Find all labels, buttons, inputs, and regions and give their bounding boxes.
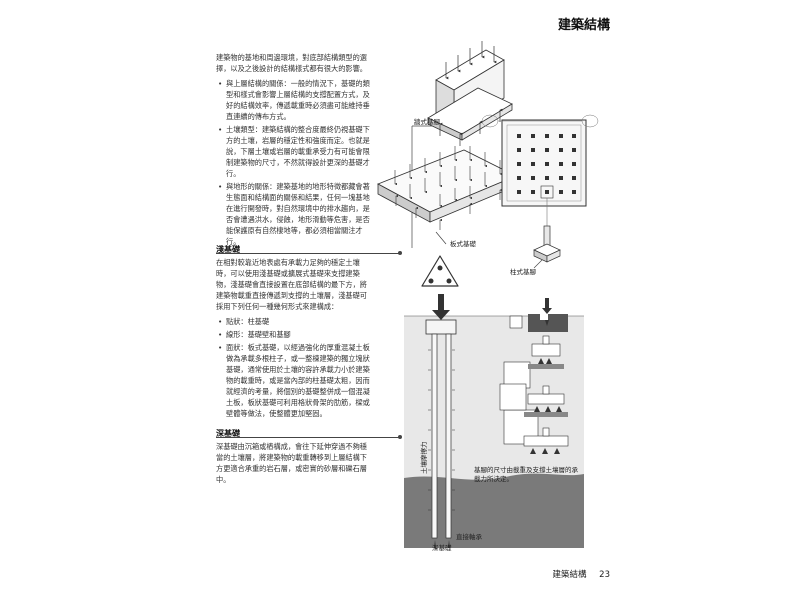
intro-paragraph: 建築物的基地和周邊環境，對底部結構類型的選擇，以及之後設計的結構樣式都有很大的影… <box>216 53 367 73</box>
wall-footing-drawing <box>427 41 513 146</box>
soil-friction-label: 土壤摩擦力 <box>419 442 428 475</box>
page-number: 23 <box>599 570 610 580</box>
wall-footing-label: 牆式基腳 <box>414 117 440 126</box>
plan-view <box>501 119 587 207</box>
shallow-section-title: 淺基礎 <box>216 245 240 254</box>
deep-foundation-label: 深基礎 <box>432 543 452 552</box>
deep-leader-dot <box>398 435 402 439</box>
deep-pile-drawing <box>425 319 457 548</box>
shallow-leader-line <box>216 253 400 254</box>
shallow-leader-dot <box>398 251 402 255</box>
direct-bearing-label: 直接軸承 <box>456 532 483 541</box>
footing-size-series <box>499 298 569 454</box>
footing-caption: 基腳的尺寸由載重及支撐土壤層的承載力所決定。 <box>474 466 578 483</box>
shallow-bullet: 點狀：柱基礎 <box>218 316 374 327</box>
mat-foundation-label: 板式基礎 <box>450 239 477 248</box>
column-footing-drawing <box>533 198 561 263</box>
shallow-paragraph: 在相對較靠近地表處有承載力足夠的穩定土壤時，可以使用淺基礎或擴展式基礎來支撐建築… <box>216 258 367 311</box>
intro-bullet: 與上層結構的關係：一般的情況下，基礎的類型和樣式會影響上層結構的支撐配置方式，及… <box>218 78 374 122</box>
shallow-bullet-list: 點狀：柱基礎 線形：基礎壁和基腳 面狀：板式基礎，以經過強化的厚重混凝土板做為承… <box>216 316 374 419</box>
pile-cap-drawing <box>421 255 459 287</box>
intro-bullet: 土壤類型：建築結構的整合度最終仍視基礎下方的土壤，岩層的穩定性和強度而定。也就是… <box>218 124 374 179</box>
intro-bullet-list: 與上層結構的關係：一般的情況下，基礎的類型和樣式會影響上層結構的支撐配置方式，及… <box>216 78 374 247</box>
intro-bullet: 與地形的關係：建築基地的地形特徵都藏會著生態面和結構面的關係和結果，任何一塊基地… <box>218 181 374 247</box>
shallow-bullet: 面狀：板式基礎，以經過強化的厚重混凝土板做為承載多根柱子，或一整棟建築的獨立塊狀… <box>218 342 374 419</box>
intro-section: 建築物的基地和周邊環境，對底部結構類型的選擇，以及之後設計的結構樣式都有很大的影… <box>216 52 374 249</box>
deep-leader-line <box>216 437 400 438</box>
deep-paragraph: 深基礎由沉箱或樁構成，會往下延伸穿過不夠穩當的土壤層，將建築物的載重轉移到上層結… <box>216 442 367 484</box>
shallow-bullet: 線形：基礎壁和基腳 <box>218 329 374 340</box>
deep-section: 深基礎由沉箱或樁構成，會往下延伸穿過不夠穩當的土壤層，將建築物的載重轉移到上層結… <box>216 441 374 489</box>
pile-load-arrow <box>432 294 450 320</box>
page-footer: 建築結構 23 <box>542 568 610 580</box>
column-footing-label: 柱式基腳 <box>510 267 536 276</box>
running-header: 建築結構 <box>557 18 610 33</box>
footer-label: 建築結構 <box>552 570 587 580</box>
shallow-section: 在相對較靠近地表處有承載力足夠的穩定土壤時，可以使用淺基礎或擴展式基礎來支撐建築… <box>216 257 374 421</box>
footing-caption-text: 基腳的尺寸由載重及支撐土壤層的承載力所決定。 <box>474 466 578 483</box>
mat-foundation-drawing <box>377 146 517 230</box>
deep-section-title: 深基礎 <box>216 429 240 438</box>
